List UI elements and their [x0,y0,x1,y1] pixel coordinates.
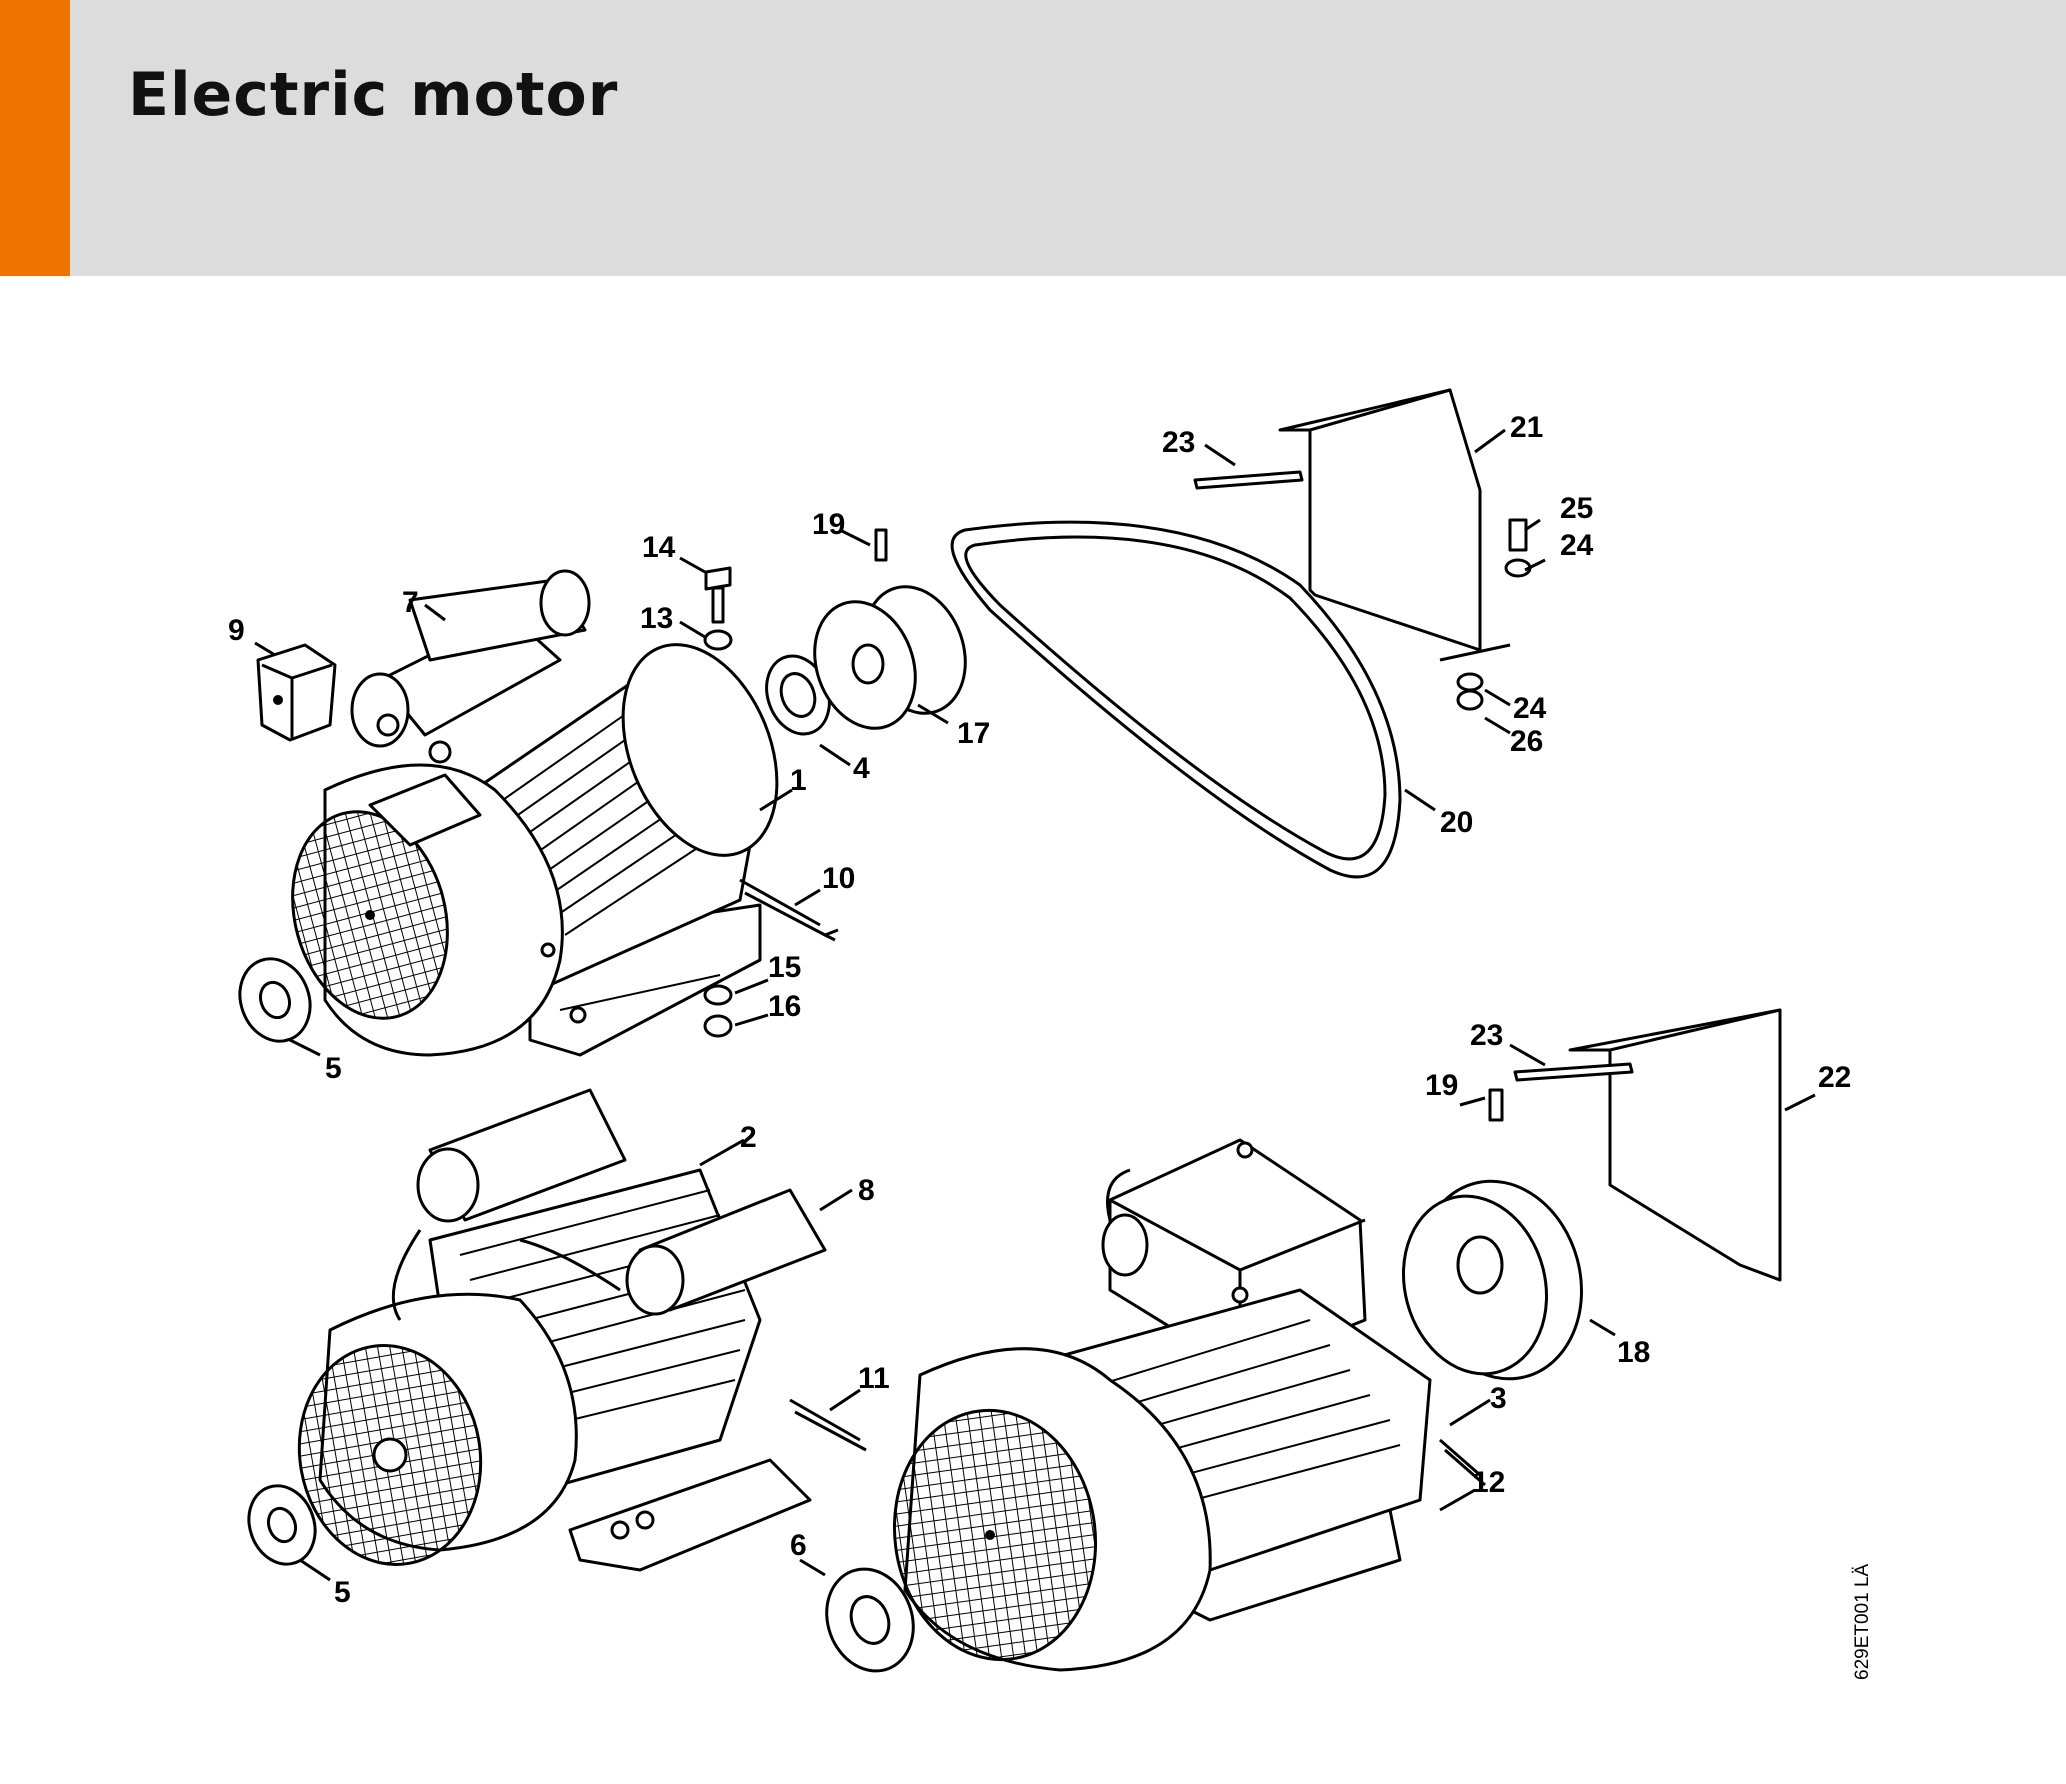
callout-16: 16 [768,990,801,1023]
callout-11: 11 [858,1362,890,1395]
belt-guard-22-part [1568,1008,1782,1282]
v-belt-20-part [950,520,1402,879]
capacitor-7-part [350,569,591,764]
callout-10: 10 [822,862,855,895]
callout-26: 26 [1510,725,1543,758]
callout-1: 1 [790,764,807,797]
callout-8: 8 [858,1174,875,1207]
pin-23-bottom-part [1513,1062,1634,1082]
callout-6: 6 [790,1529,807,1562]
callout-18: 18 [1617,1336,1650,1369]
belt-guard-21-part [1278,388,1511,662]
bearing-4-part [765,654,831,736]
callout-13: 13 [640,602,673,635]
callout-7: 7 [402,586,419,619]
callout-22: 22 [1818,1061,1851,1094]
callout-12: 12 [1472,1466,1505,1499]
pulley-17-part [813,585,967,730]
callout-24-mid: 24 [1513,692,1547,725]
screw-19-bottom-part [1488,1088,1504,1122]
callout-21: 21 [1510,411,1543,444]
callout-24-top: 24 [1560,529,1594,562]
callout-15: 15 [768,951,801,984]
callout-23-top: 23 [1162,426,1195,459]
bearing-5-bottom-part [247,1484,317,1566]
callout-labels: 1 2 3 4 5 5 6 7 8 9 10 11 12 13 14 15 16… [228,411,1851,1609]
leader-lines [254,428,1816,1582]
callout-17: 17 [957,717,990,750]
pin-23-top-part [1193,470,1304,490]
callout-23-bottom: 23 [1470,1019,1503,1052]
callout-19-top: 19 [812,508,845,541]
motor-3-part [892,1138,1486,1672]
bearing-6-part [825,1567,915,1673]
cable-10-part [739,878,839,942]
exploded-parts-diagram: 1 2 3 4 5 5 6 7 8 9 10 11 12 13 14 15 16… [228,388,1873,1680]
callout-19-bottom: 19 [1425,1069,1458,1102]
page-title: Electric motor [128,60,619,130]
header-accent-bar [0,0,70,276]
callout-5-bottom: 5 [334,1576,351,1609]
fasteners-guard-part [1456,518,1532,711]
motor-1-part [291,643,779,1057]
motor-2-part [297,1088,867,1572]
fasteners-top-part [703,528,888,1038]
callout-2: 2 [740,1121,757,1154]
callout-5-top: 5 [325,1052,342,1085]
drawing-code: 629ET001 LÄ [1852,1563,1873,1680]
pulley-18-part [1401,1179,1583,1381]
bearing-5-top-part [238,957,312,1043]
callout-4: 4 [853,752,870,785]
callout-25: 25 [1560,492,1593,525]
callout-14: 14 [642,531,676,564]
callout-3: 3 [1490,1382,1507,1415]
callout-20: 20 [1440,806,1473,839]
switch-9-part [256,643,337,742]
header-band [70,0,2066,276]
callout-9: 9 [228,614,245,647]
